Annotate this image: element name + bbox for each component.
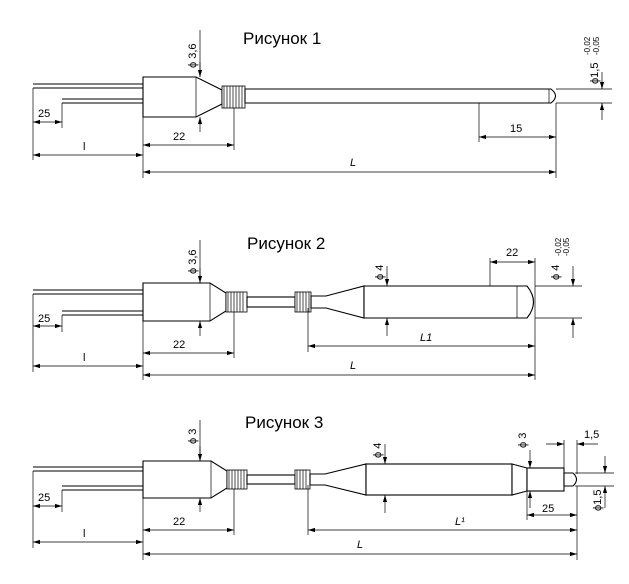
dim-wire-total: l bbox=[83, 141, 85, 153]
sensor-head bbox=[142, 460, 228, 499]
sensor-body bbox=[365, 463, 513, 496]
dim-head-dia: ϕ 3,6 bbox=[187, 43, 199, 68]
dim-body-dia: ϕ 4 bbox=[372, 443, 384, 458]
sensor-tube bbox=[244, 88, 557, 104]
taper bbox=[511, 463, 528, 496]
cable bbox=[246, 296, 296, 308]
dim-head-len: 22 bbox=[173, 339, 185, 351]
figure-2: Рисунок 2 ϕ 3,6 ϕ 4 bbox=[32, 234, 582, 380]
figure-2-title: Рисунок 2 bbox=[247, 234, 325, 253]
figure-3: Рисунок 3 ϕ 3 bbox=[32, 413, 614, 560]
dim-head-dia: ϕ 3 bbox=[187, 429, 199, 444]
sensor-head bbox=[142, 282, 227, 322]
dim-wire-len: 25 bbox=[38, 108, 50, 120]
dim-wire-total: l bbox=[83, 352, 85, 364]
dim-tip-step: 1,5 bbox=[584, 429, 599, 441]
dim-tube-dia: ϕ 4 bbox=[550, 265, 562, 280]
dim-total-len: L bbox=[357, 539, 363, 551]
dim-total-len: L bbox=[350, 360, 356, 372]
dim-wire-len: 25 bbox=[38, 492, 50, 504]
dim-head-dia: ϕ 3,6 bbox=[187, 249, 199, 274]
dim-wire-len: 25 bbox=[38, 313, 50, 325]
spring-coil bbox=[221, 85, 246, 109]
dim-tip-dia: ϕ1,5 bbox=[592, 490, 604, 511]
dim-tube-dia: ϕ1,5 bbox=[589, 63, 601, 84]
dim-neck-len: 25 bbox=[542, 503, 554, 515]
dim-head-len: 22 bbox=[173, 516, 185, 528]
dim-tube-tol-lower: -0,05 bbox=[592, 36, 601, 55]
figure-1: Рисунок 1 ϕ 3,6 25 22 bbox=[32, 29, 612, 178]
sensor-head bbox=[142, 76, 223, 118]
transition-cone bbox=[310, 285, 365, 319]
spring-coil bbox=[225, 291, 248, 313]
dim-tip-len: 22 bbox=[506, 247, 518, 259]
dim-body-len: L¹ bbox=[455, 516, 465, 528]
transition-cone bbox=[309, 463, 367, 496]
cable bbox=[246, 474, 296, 485]
dim-tip-len: 15 bbox=[510, 123, 522, 135]
dim-wire-total: l bbox=[83, 528, 85, 540]
figure-1-title: Рисунок 1 bbox=[243, 29, 321, 48]
dim-tube-tol-upper: -0,02 bbox=[583, 36, 592, 55]
dim-head-len: 22 bbox=[173, 131, 185, 143]
figure-3-title: Рисунок 3 bbox=[245, 413, 323, 432]
sensor-tip bbox=[563, 472, 578, 487]
spring-coil bbox=[226, 469, 248, 490]
dim-tube-tol-upper: -0,02 bbox=[554, 237, 563, 256]
dim-tube-tol-lower: -0,05 bbox=[562, 237, 571, 256]
sensor-neck bbox=[526, 467, 565, 492]
spring-coil bbox=[294, 291, 312, 313]
dim-neck-dia: ϕ 3 bbox=[517, 433, 529, 448]
dim-body-len: L1 bbox=[420, 332, 432, 344]
dim-total-len: L bbox=[350, 157, 356, 169]
sensor-body bbox=[363, 285, 535, 319]
dim-body-dia: ϕ 4 bbox=[374, 265, 386, 280]
